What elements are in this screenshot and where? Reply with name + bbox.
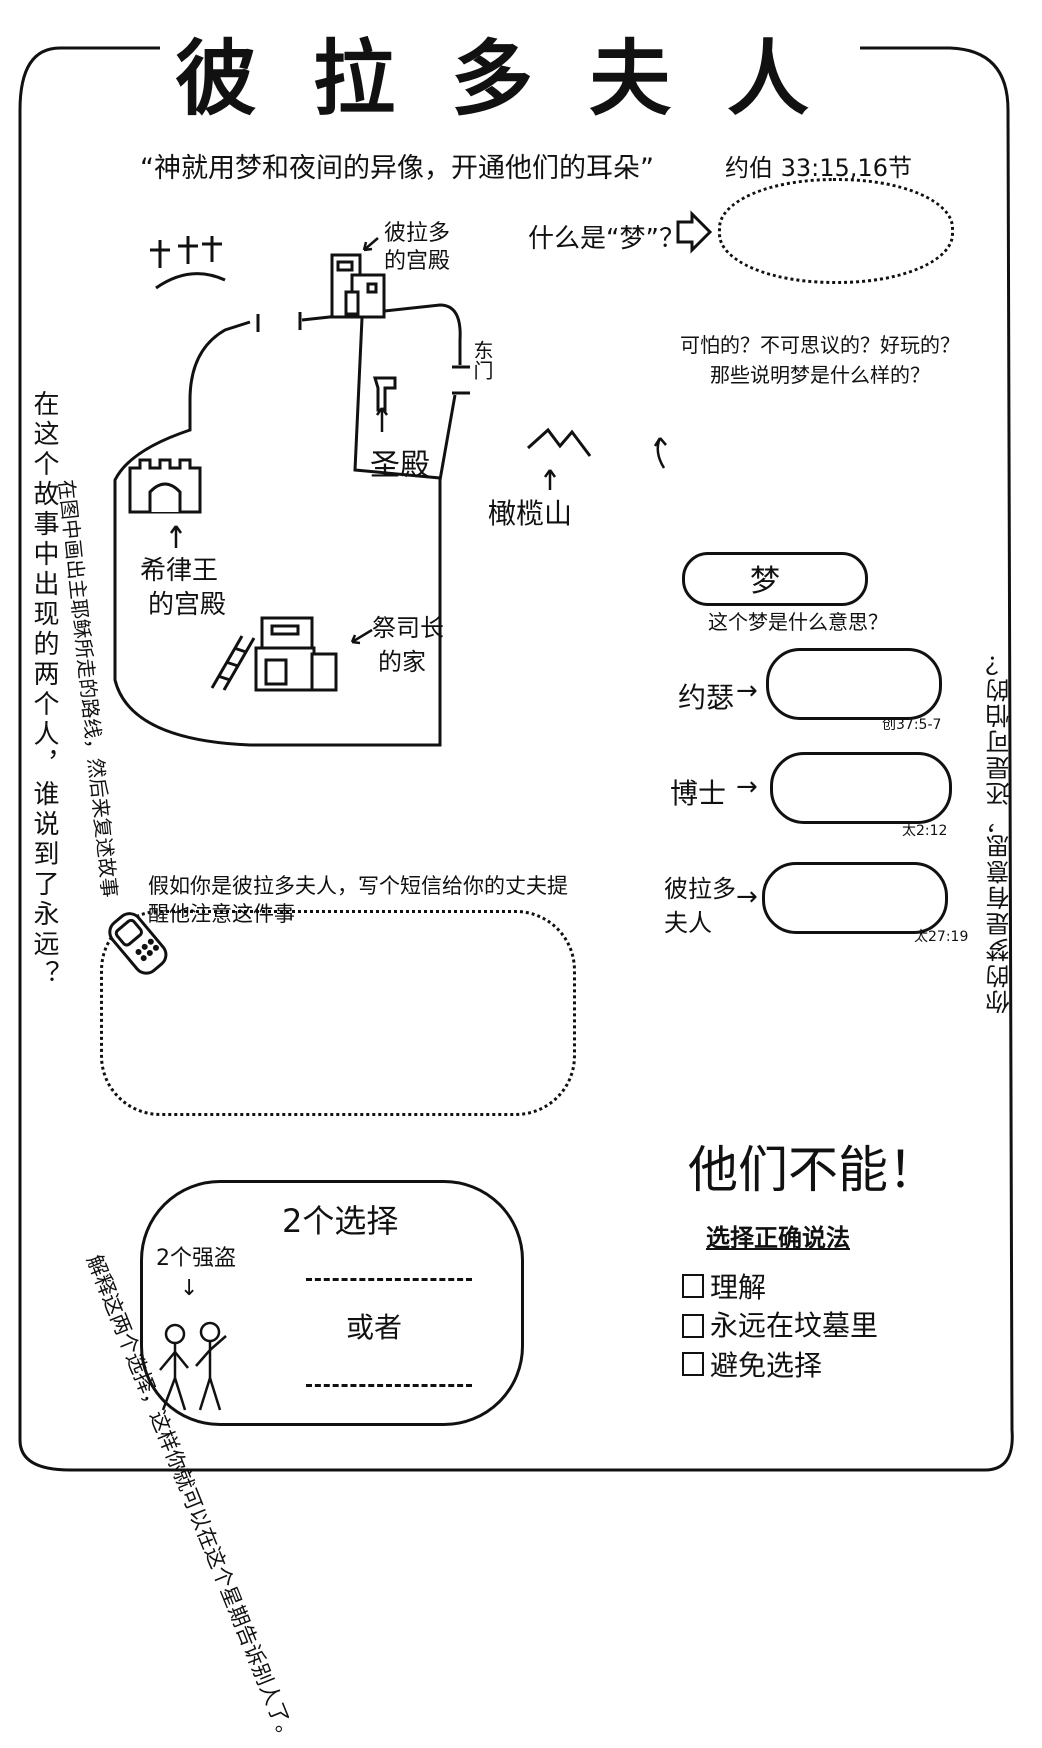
mobile-phone-icon — [108, 912, 168, 975]
checkbox-avoid-choice[interactable] — [682, 1352, 704, 1376]
checkbox-forever-tomb[interactable] — [682, 1314, 704, 1338]
jerusalem-map — [113, 236, 667, 747]
cannot-heading: 他们不能！ — [688, 1141, 938, 1199]
sms-prompt: 假如你是彼拉多夫人，写个短信给你的丈夫提醒他注意这件事 — [148, 874, 568, 926]
priest-house-icon — [210, 616, 338, 692]
sms-answer-box[interactable] — [100, 910, 576, 1116]
arrow-magi: → — [736, 772, 758, 802]
temple-icon — [372, 376, 397, 412]
person-joseph-name: 约瑟 — [678, 681, 735, 714]
checkbox-understand[interactable] — [682, 1274, 704, 1298]
label-priest-house-1: 祭司长 — [372, 614, 444, 642]
page-frame — [18, 46, 1014, 1472]
choice-blank-1[interactable] — [306, 1278, 472, 1281]
pilate-palace-icon — [330, 253, 386, 319]
person-joseph-oval[interactable] — [766, 648, 942, 720]
arrow-joseph: → — [736, 676, 758, 706]
person-pilate-wife-name: 彼拉多夫人 — [664, 875, 736, 937]
person-joseph-ref: 创37:5-7 — [882, 717, 942, 733]
mountain-icon — [526, 427, 592, 457]
option-understand: 理解 — [710, 1271, 767, 1304]
person-pilate-wife-oval[interactable] — [762, 862, 948, 934]
verse-quote: “神就用梦和夜间的异像，开通他们的耳朵” — [140, 153, 654, 184]
arrow-robbers: ↓ — [180, 1276, 199, 1301]
dream-arrow-icon — [676, 210, 713, 254]
label-priest-house-2: 的家 — [378, 648, 426, 676]
verse-reference: 约伯 33:15,16节 — [725, 154, 912, 182]
person-magi-oval[interactable] — [770, 752, 952, 824]
cannot-instruction: 选择正确说法 — [706, 1224, 850, 1252]
option-avoid-choice: 避免选择 — [710, 1349, 823, 1382]
label-olive-mountain: 橄榄山 — [488, 497, 573, 530]
page-title: 彼拉多夫人 — [175, 31, 866, 127]
three-crosses-icon — [150, 236, 226, 290]
dream-pill-question: 这个梦是什么意思？ — [708, 610, 888, 634]
label-herod-palace-2: 的宫殿 — [148, 590, 227, 620]
person-pilate-wife-ref: 太27:19 — [914, 929, 969, 945]
choice-blank-2[interactable] — [306, 1384, 472, 1387]
label-pilate-palace: 彼拉多的宫殿 — [384, 221, 451, 274]
person-magi-name: 博士 — [670, 777, 727, 810]
dream-adjectives: 可怕的？不可思议的？好玩的？那些说明梦是什么样的？ — [680, 333, 960, 387]
label-herod-palace-1: 希律王 — [140, 556, 219, 586]
left-margin-question: 在这个故事中出现的两个人，谁说到了永远？ — [29, 390, 59, 990]
dream-question: 什么是“梦”？ — [528, 224, 685, 254]
choices-robbers: 2个强盗 — [156, 1246, 236, 1271]
dream-pill-label: 梦 — [750, 564, 780, 599]
label-east-gate: 东门 — [470, 340, 494, 380]
option-forever-tomb: 永远在坟墓里 — [710, 1309, 879, 1342]
herod-palace-icon — [128, 458, 202, 514]
person-magi-ref: 太2:12 — [902, 823, 948, 839]
choices-box — [140, 1180, 524, 1426]
choices-title: 2个选择 — [282, 1202, 399, 1240]
dream-answer-oval[interactable] — [718, 178, 954, 284]
arrow-pilate-wife: → — [736, 882, 758, 912]
choices-or: 或者 — [346, 1311, 403, 1344]
label-temple: 圣殿 — [370, 448, 430, 483]
dream-pill — [682, 552, 868, 606]
two-robbers-icon — [159, 1321, 227, 1411]
